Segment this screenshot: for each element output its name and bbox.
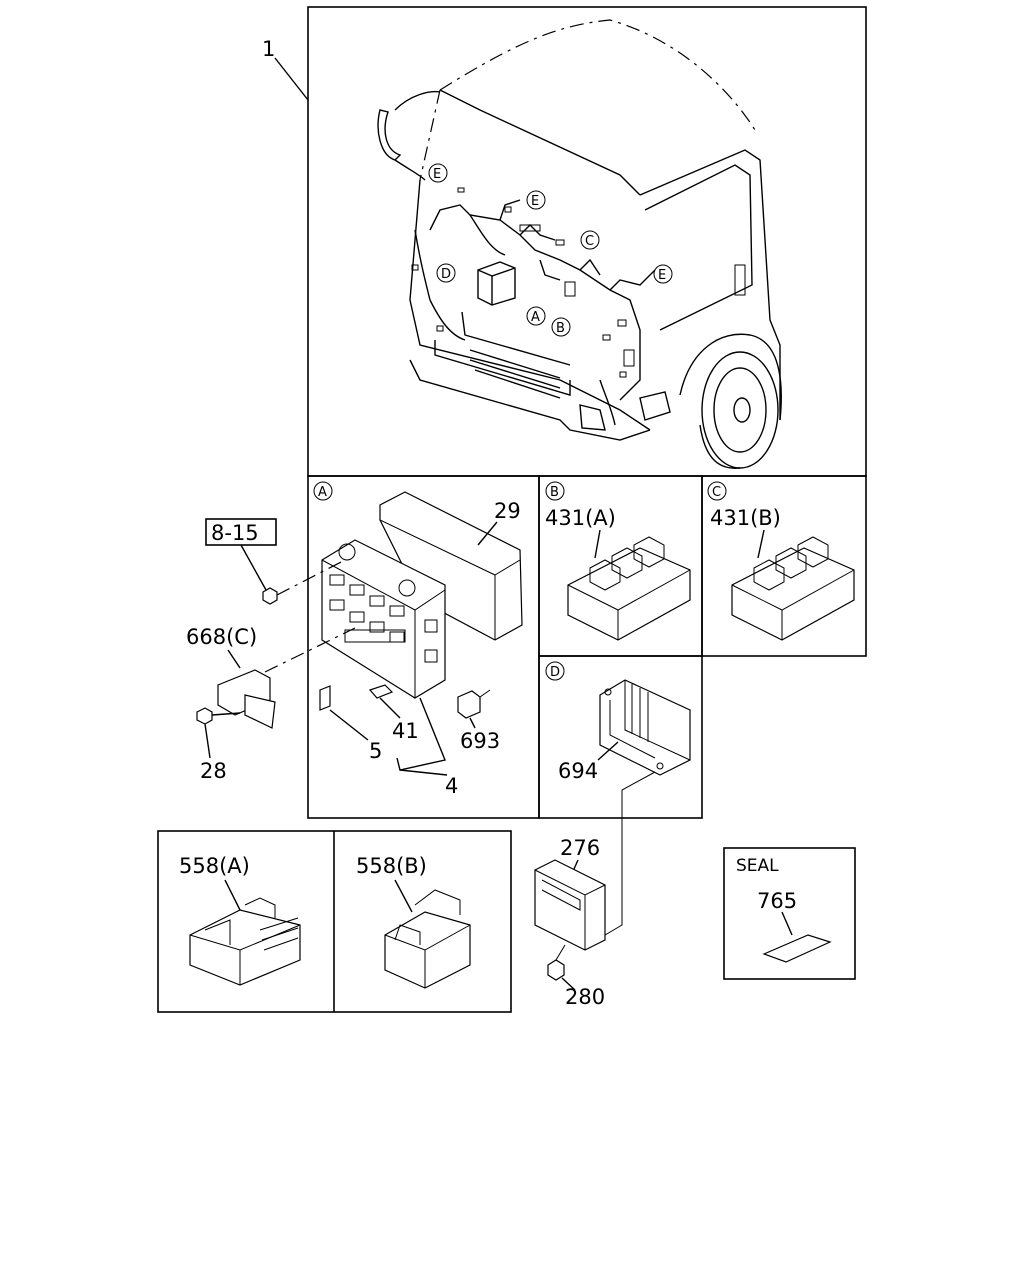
svg-text:A: A: [318, 485, 327, 500]
callout-B-panel: B: [545, 481, 565, 501]
label-558a: 558(A): [179, 854, 250, 878]
svg-text:A: A: [531, 310, 540, 325]
callout-B-main: B: [551, 317, 571, 337]
panel-a-fuse-box: A 29 5: [307, 475, 540, 819]
label-280: 280: [565, 985, 605, 1009]
label-5: 5: [369, 739, 382, 763]
svg-text:C: C: [585, 234, 594, 249]
leader-694-276: [599, 818, 623, 939]
svg-text:D: D: [441, 267, 451, 282]
label-694: 694: [558, 759, 598, 783]
panel-b-relay: B 431(A): [538, 475, 703, 657]
callout-E-2: E: [526, 190, 546, 210]
callout-E-3: E: [653, 264, 673, 284]
callout-A-panel: A: [313, 481, 333, 501]
label-668c: 668(C): [186, 625, 257, 649]
callout-C-main: C: [580, 230, 600, 250]
label-693: 693: [460, 729, 500, 753]
callout-D-main: D: [436, 263, 456, 283]
panel-d-control-unit: D 694: [538, 655, 703, 840]
label-558b: 558(B): [356, 854, 427, 878]
svg-text:E: E: [531, 194, 539, 209]
label-765: 765: [757, 889, 797, 913]
label-8-15: 8-15: [211, 521, 259, 545]
callout-E-1: E: [428, 163, 448, 183]
panel-c-relay: C 431(B): [701, 475, 867, 657]
panel-558-connectors: 558(A) 558(B): [157, 830, 512, 1013]
svg-text:E: E: [433, 167, 441, 182]
svg-text:C: C: [712, 485, 721, 500]
part-276-280: 276 280: [534, 836, 606, 1009]
panel-seal: SEAL 765: [723, 847, 856, 980]
label-28: 28: [200, 759, 227, 783]
cab-panel: 1: [262, 6, 867, 477]
label-seal: SEAL: [736, 856, 779, 876]
label-431a: 431(A): [545, 506, 616, 530]
label-276: 276: [560, 836, 600, 860]
svg-text:E: E: [658, 268, 666, 283]
label-1: 1: [262, 37, 275, 61]
callout-D-panel: D: [545, 661, 565, 681]
svg-text:D: D: [550, 665, 560, 680]
left-parts: 8-15 668(C) 28: [186, 518, 356, 783]
label-4: 4: [445, 774, 458, 798]
svg-text:B: B: [550, 485, 559, 500]
callout-A-main: A: [526, 306, 546, 326]
svg-text:B: B: [556, 321, 565, 336]
label-29: 29: [494, 499, 521, 523]
label-431b: 431(B): [710, 506, 781, 530]
label-41: 41: [392, 719, 419, 743]
callout-C-panel: C: [707, 481, 727, 501]
